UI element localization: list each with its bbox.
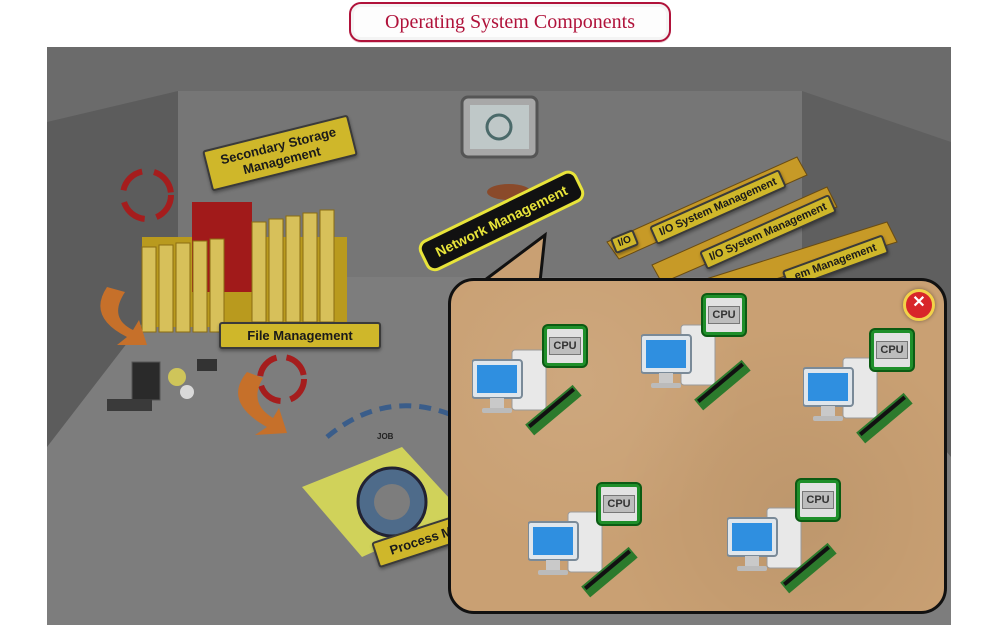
networked-computer-4: CPU: [527, 482, 648, 602]
close-icon[interactable]: ✕: [903, 289, 935, 321]
computer-icon: [726, 507, 837, 594]
networked-computer-5: CPU: [726, 478, 847, 598]
folders-illustration: [141, 202, 347, 333]
computer-icon: [802, 357, 913, 444]
cpu-icon: CPU: [544, 326, 586, 366]
networked-computer-2: CPU: [640, 295, 761, 415]
cpu-icon: CPU: [797, 480, 839, 520]
cpu-icon: CPU: [703, 295, 745, 335]
cpu-icon: CPU: [871, 330, 913, 370]
networked-computer-3: CPU: [802, 328, 923, 448]
networked-computer-1: CPU: [471, 320, 592, 440]
page-title: Operating System Components: [349, 2, 671, 42]
computer-icon: [640, 324, 751, 411]
file-management-label: File Management: [219, 322, 381, 349]
computer-icon: [471, 349, 582, 436]
job-label: JOB: [377, 432, 394, 441]
cpu-icon: CPU: [598, 484, 640, 524]
page-title-text: Operating System Components: [385, 10, 635, 33]
computer-icon: [527, 511, 638, 598]
